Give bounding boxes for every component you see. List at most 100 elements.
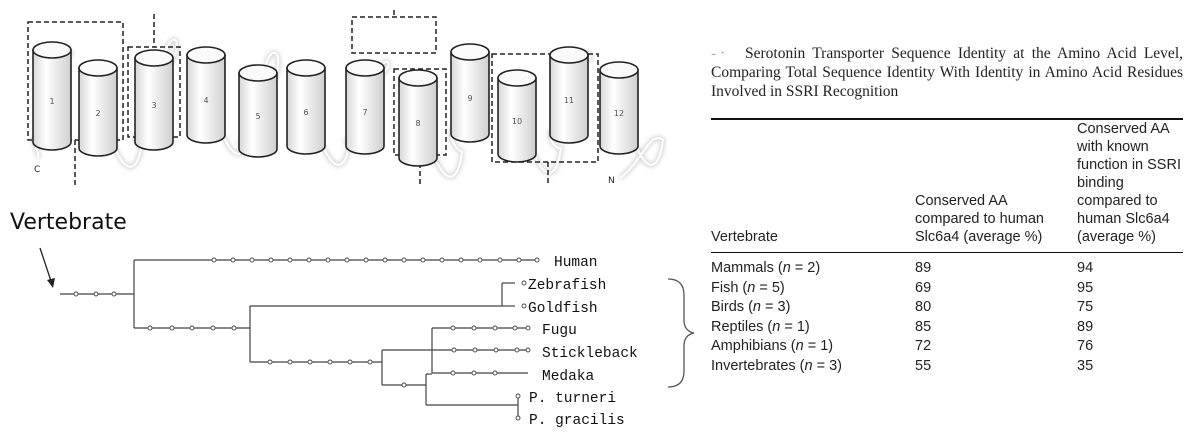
helix-number: 12 [614, 109, 624, 118]
sequence-identity-table: Vertebrate Conserved AA compared to huma… [711, 118, 1183, 376]
group-name: Mammals ( [711, 260, 783, 276]
tree-node [451, 347, 457, 353]
conserved-aa-value: 69 [915, 279, 932, 296]
taxon-label: Zebrafish [528, 278, 606, 294]
tree-node [450, 370, 456, 376]
helix-4: 4 [186, 46, 226, 144]
caption-marker: - · [711, 45, 726, 62]
group-name: Reptiles ( [711, 318, 773, 335]
tree-node [169, 325, 175, 331]
vertebrate-arrow [39, 247, 53, 285]
row-group-cell: Mammals (n = 2) [711, 253, 915, 279]
helix-number: 1 [49, 97, 54, 106]
tree-node [420, 257, 426, 263]
tree-node [450, 325, 456, 331]
tree-node [515, 415, 521, 421]
tree-node [147, 325, 153, 331]
taxon-label: Stickleback [542, 346, 638, 362]
tree-node [230, 257, 236, 263]
sample-size-symbol: n [804, 357, 813, 374]
helix-10: 10 [497, 69, 537, 163]
col-header-vertebrate: Vertebrate [711, 229, 778, 245]
conserved-aa-value: 55 [915, 357, 932, 374]
helix-2: 2 [78, 59, 118, 157]
taxon-label: Human [554, 255, 598, 271]
col-header-conserved-aa: Conserved AA compared to human Slc6a4 (a… [915, 193, 1044, 245]
vertebrate-label: Vertebrate [10, 210, 127, 235]
tree-node [347, 359, 353, 365]
helix-number: 10 [512, 117, 522, 126]
tree-node [267, 359, 273, 365]
sample-size-value: = 1) [803, 338, 834, 354]
helix-number: 11 [564, 96, 574, 105]
tree-node [477, 257, 483, 263]
helix-11: 11 [549, 46, 589, 144]
helix-number: 6 [303, 108, 308, 117]
tree-node [210, 325, 216, 331]
tree-node [492, 325, 498, 331]
row-group-cell: Invertebrates (n = 3) [711, 357, 915, 377]
tree-node [516, 257, 522, 263]
binding-site-box-tm10-11 [491, 53, 599, 163]
tree-node [521, 280, 527, 286]
tree-node [521, 303, 527, 309]
arrow-head [47, 278, 55, 288]
tree-node [287, 359, 293, 365]
ssri-binding-value: 89 [1077, 318, 1094, 335]
tree-node [382, 257, 388, 263]
tree-node [514, 347, 520, 353]
tree-node [458, 257, 464, 263]
helix-7: 7 [345, 59, 385, 155]
tree-node [268, 257, 274, 263]
sample-size-symbol: n [795, 338, 804, 354]
tree-node [534, 257, 540, 263]
table-header-row: Vertebrate Conserved AA compared to huma… [711, 119, 1183, 253]
group-name: Invertebrates ( [711, 357, 805, 374]
helix-number: 3 [151, 101, 156, 110]
tree-node [249, 257, 255, 263]
row-group-cell: Reptiles (n = 1) [711, 318, 915, 338]
helix-5: 5 [238, 64, 278, 158]
sample-size-value: = 5) [755, 279, 785, 296]
taxon-label: Goldfish [528, 301, 598, 317]
taxon-label: P. turneri [529, 391, 616, 407]
tree-node [525, 347, 531, 353]
sample-size-symbol: n [747, 279, 756, 296]
tree-node [93, 291, 99, 297]
sample-size-value: = 3) [760, 299, 791, 315]
tree-node [363, 257, 369, 263]
tree-node [401, 257, 407, 263]
tree-node [492, 370, 498, 376]
conserved-aa-value: 72 [915, 338, 932, 354]
helix-number: 7 [362, 108, 367, 117]
ssri-binding-value: 94 [1077, 260, 1094, 276]
tree-node [287, 257, 293, 263]
tree-node [211, 257, 217, 263]
group-name: Birds ( [711, 299, 753, 315]
sample-size-value: = 1) [780, 318, 810, 335]
caption-text: Serotonin Transporter Sequence Identity … [711, 45, 1183, 100]
col-header-ssri-binding: Conserved AA with known function in SSRI… [1077, 121, 1181, 245]
sample-size-value: = 3) [812, 357, 842, 374]
ssri-binding-value: 75 [1077, 299, 1094, 315]
sample-size-symbol: n [772, 318, 781, 335]
helix-3: 3 [134, 49, 174, 151]
c-terminus-label: C [34, 165, 40, 175]
tree-node [111, 291, 117, 297]
conserved-aa-value: 80 [915, 299, 932, 315]
tree-node [439, 257, 445, 263]
tree-node [401, 382, 407, 388]
conserved-aa-value: 89 [915, 260, 932, 276]
tree-node [515, 393, 521, 399]
helix-number: 9 [467, 94, 472, 103]
tree-node [525, 325, 531, 331]
tree-node [493, 347, 499, 353]
row-group-cell: Birds (n = 3) [711, 298, 915, 318]
helix-number: 5 [255, 112, 260, 121]
tree-node [306, 257, 312, 263]
tree-node [327, 359, 333, 365]
